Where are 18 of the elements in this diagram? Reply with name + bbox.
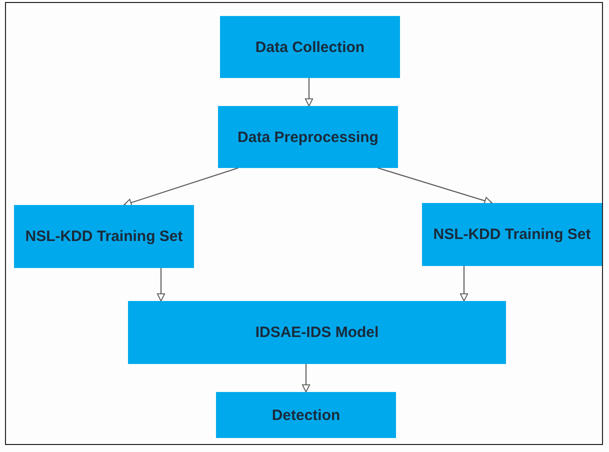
box-label: Data Collection xyxy=(255,38,365,56)
process-box xyxy=(422,203,602,266)
arrow xyxy=(378,168,492,205)
box-label: IDSAE-IDS Model xyxy=(255,324,379,341)
process-box xyxy=(220,16,400,78)
arrow xyxy=(124,168,238,207)
box-label: Detection xyxy=(272,406,340,424)
box-label: NSL-KDD Training Set xyxy=(25,228,183,245)
process-box xyxy=(128,301,506,364)
arrow xyxy=(302,364,310,392)
process-box xyxy=(218,106,398,168)
process-box xyxy=(14,205,194,268)
box-label: Data Preprocessing xyxy=(238,128,378,146)
arrow xyxy=(156,268,166,302)
box-label: NSL-KDD Training Set xyxy=(433,226,591,243)
arrow xyxy=(460,266,468,302)
arrow xyxy=(304,78,314,106)
process-box xyxy=(216,392,396,438)
